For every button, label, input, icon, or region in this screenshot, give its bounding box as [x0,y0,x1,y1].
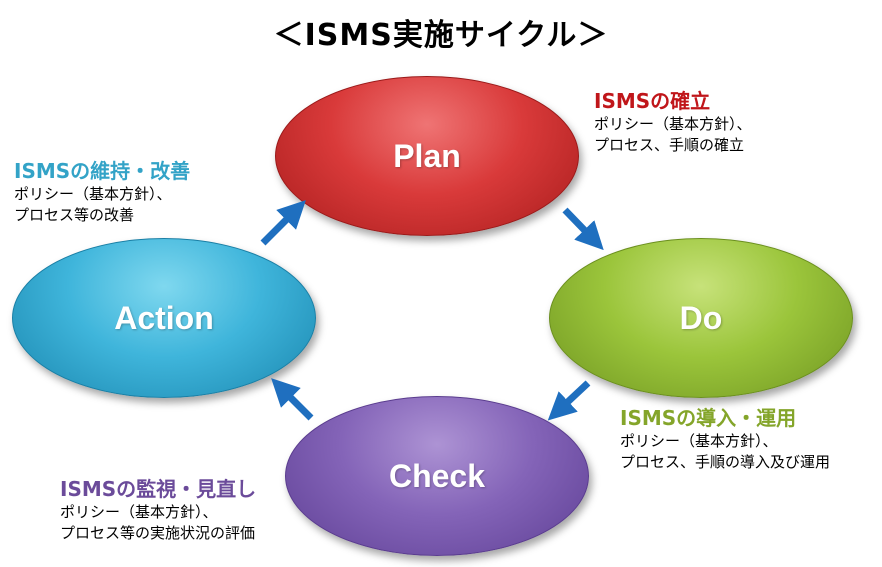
do-heading: ISMSの導入・運用 [620,406,797,430]
action-line-2: プロセス等の改善 [14,206,135,224]
action-node: Action [12,238,316,398]
check-label: Check [388,457,486,494]
action-line-1: ポリシー（基本方針）、 [14,185,172,203]
arrow-action-to-plan [260,200,306,246]
action-label: Action [114,299,214,336]
do-label: Do [679,299,723,336]
check-node: Check [285,396,589,556]
action-description: ISMSの維持・改善 ポリシー（基本方針）、 プロセス等の改善 [14,158,190,226]
check-heading: ISMSの監視・見直し [60,477,257,501]
plan-heading: ISMSの確立 [594,89,711,113]
do-line-2: プロセス、手順の導入及び運用 [620,453,831,471]
plan-label: Plan [393,137,461,174]
plan-line-2: プロセス、手順の確立 [594,136,745,154]
do-line-1: ポリシー（基本方針）、 [620,432,778,450]
plan-description: ISMSの確立 ポリシー（基本方針）、 プロセス、手順の確立 [594,88,752,156]
do-description: ISMSの導入・運用 ポリシー（基本方針）、 プロセス、手順の導入及び運用 [620,405,830,473]
check-line-2: プロセス等の実施状況の評価 [60,524,256,542]
action-heading: ISMSの維持・改善 [14,159,191,183]
arrow-plan-to-do [562,207,604,251]
page-title: ＜ISMS実施サイクル＞ [273,18,609,53]
plan-line-1: ポリシー（基本方針）、 [594,115,752,133]
arrow-check-to-action [271,378,314,421]
arrow-do-to-check [547,380,591,421]
do-node: Do [549,238,853,398]
check-line-1: ポリシー（基本方針）、 [60,503,218,521]
plan-node: Plan [275,76,579,236]
check-description: ISMSの監視・見直し ポリシー（基本方針）、 プロセス等の実施状況の評価 [60,476,256,544]
